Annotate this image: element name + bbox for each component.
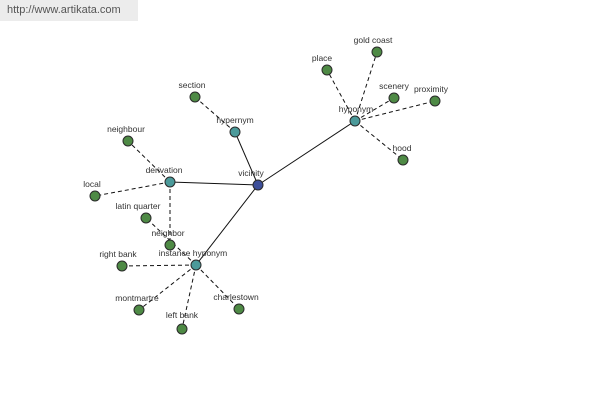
- edge-scenery: [354, 97, 395, 122]
- term-label-scenery[interactable]: scenery: [379, 81, 410, 91]
- edge-latin_quarter: [145, 217, 197, 266]
- edge-charlestown: [195, 264, 240, 310]
- graph-edges: [94, 51, 436, 330]
- edge-local: [94, 181, 171, 197]
- edge-right_bank: [121, 264, 197, 267]
- edge-montmartre: [138, 264, 197, 311]
- graph-labels: vicinity hyponym hypernym derivation instanc…: [83, 35, 448, 320]
- term-label-hood[interactable]: hood: [393, 143, 412, 153]
- term-node-place[interactable]: [321, 64, 333, 76]
- term-node-local[interactable]: [89, 190, 101, 202]
- term-node-right-bank[interactable]: [116, 260, 128, 272]
- watermark-link[interactable]: http://www.artikata.com: [0, 0, 138, 21]
- relation-node-derivation[interactable]: [164, 176, 176, 188]
- edge-left_bank: [181, 264, 197, 330]
- term-node-gold-coast[interactable]: [371, 46, 383, 58]
- relation-label-hypernym[interactable]: hypernym: [216, 115, 253, 125]
- term-label-gold-coast[interactable]: gold coast: [354, 35, 393, 45]
- relation-label-instance-hyponym[interactable]: instance hyponym: [159, 248, 228, 258]
- term-label-latin-quarter[interactable]: latin quarter: [116, 201, 161, 211]
- relation-node-hypernym[interactable]: [229, 126, 241, 138]
- relation-label-derivation[interactable]: derivation: [146, 165, 183, 175]
- edge-hood: [354, 120, 404, 161]
- term-label-neighbor[interactable]: neighbor: [151, 228, 184, 238]
- term-label-local[interactable]: local: [83, 179, 101, 189]
- term-label-section[interactable]: section: [179, 80, 206, 90]
- term-node-neighbor[interactable]: [164, 239, 176, 251]
- relation-node-instance-hyponym[interactable]: [190, 259, 202, 271]
- term-node-scenery[interactable]: [388, 92, 400, 104]
- edge-hyponym_top: [257, 120, 356, 186]
- term-label-place[interactable]: place: [312, 53, 333, 63]
- term-node-neighbour[interactable]: [122, 135, 134, 147]
- edge-section: [194, 96, 236, 133]
- edge-instance_hyponym: [195, 184, 259, 266]
- term-node-proximity[interactable]: [429, 95, 441, 107]
- term-label-left-bank[interactable]: left bank: [166, 310, 199, 320]
- term-label-charlestown[interactable]: charlestown: [213, 292, 259, 302]
- edge-gold_coast: [354, 51, 378, 122]
- edge-derivation: [169, 181, 259, 186]
- edge-neighbour: [127, 140, 171, 183]
- term-label-proximity[interactable]: proximity: [414, 84, 449, 94]
- term-node-montmartre[interactable]: [133, 304, 145, 316]
- term-node-charlestown[interactable]: [233, 303, 245, 315]
- term-label-montmartre[interactable]: montmartre: [115, 293, 159, 303]
- edge-place: [326, 69, 356, 122]
- edge-hypernym: [234, 131, 259, 186]
- term-node-left-bank[interactable]: [176, 323, 188, 335]
- term-node-latin-quarter[interactable]: [140, 212, 152, 224]
- term-label-right-bank[interactable]: right bank: [99, 249, 137, 259]
- graph-nodes: [89, 46, 441, 335]
- relation-label-hyponym-top[interactable]: hyponym: [339, 104, 374, 114]
- center-node-vicinity[interactable]: [252, 179, 264, 191]
- term-node-hood[interactable]: [397, 154, 409, 166]
- center-label-vicinity[interactable]: vicinity: [238, 168, 264, 178]
- term-label-neighbour[interactable]: neighbour: [107, 124, 145, 134]
- term-node-section[interactable]: [189, 91, 201, 103]
- relation-node-hyponym-top[interactable]: [349, 115, 361, 127]
